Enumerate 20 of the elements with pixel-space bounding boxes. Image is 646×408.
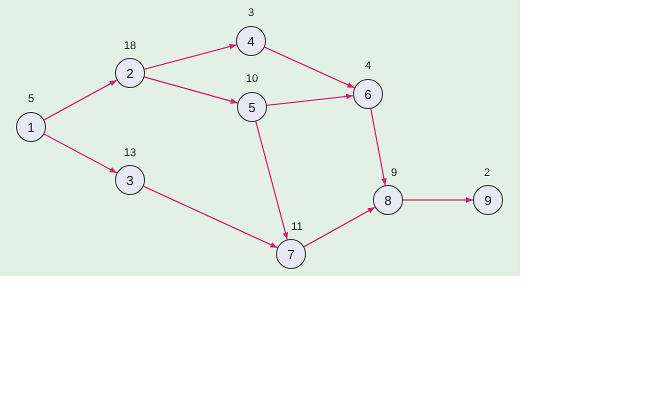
duration-label: 9 [390,167,398,179]
duration-label: 3 [248,7,254,19]
arrow [143,186,278,248]
arrow [44,80,118,120]
arrow [44,134,118,174]
duration-label: 2 [484,167,490,179]
arrow [144,44,237,70]
arrow [304,206,376,248]
arrow [264,46,355,88]
duration-label: 11 [291,221,303,233]
duration-label: 10 [246,73,258,85]
duration-label: 13 [124,147,136,159]
arrow [370,108,387,186]
arrow [144,76,238,104]
arrow [255,121,288,240]
duration-label: 18 [124,40,136,52]
duration-label: 5 [28,93,34,105]
arrow [403,197,473,203]
arrow [266,94,354,106]
duration-label: 4 [364,60,372,72]
